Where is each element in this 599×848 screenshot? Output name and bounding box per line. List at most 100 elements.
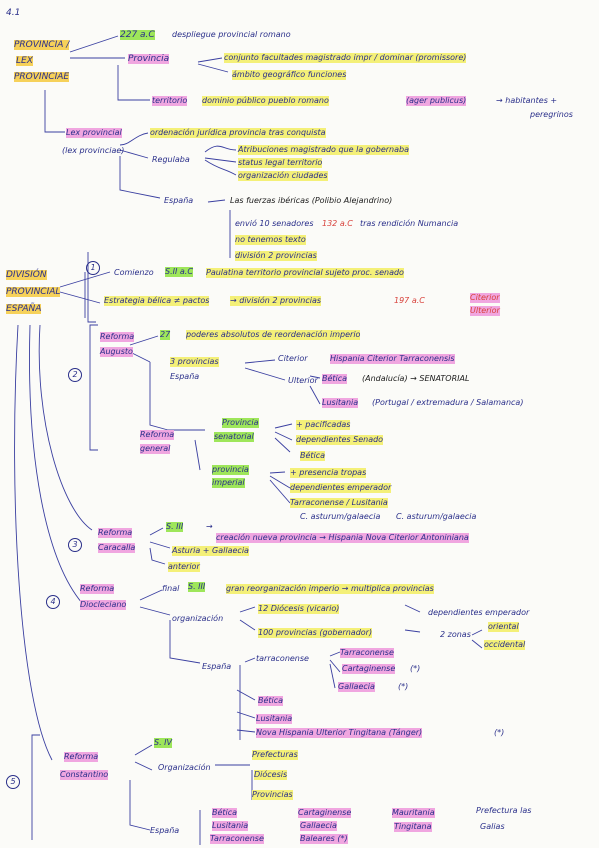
espana-2: envió 10 senadores bbox=[235, 219, 314, 228]
circle-marker-1: 1 bbox=[86, 261, 100, 275]
sen-1: + pacificadas bbox=[296, 420, 351, 430]
caracalla-title-1: Reforma bbox=[98, 528, 133, 538]
circle-marker-4: 4 bbox=[46, 595, 60, 609]
constantino-title-2: Constantino bbox=[60, 770, 109, 780]
caracalla-item-2: anterior bbox=[168, 562, 200, 572]
imp-1: + presencia tropas bbox=[290, 468, 367, 478]
caracalla-text-prefix: → bbox=[206, 522, 213, 531]
provincia-def-1: conjunto facultades magistrado impr / do… bbox=[224, 53, 467, 63]
imp-3: Tarraconense / Lusitania bbox=[290, 498, 388, 508]
aug-citerior-text: Hispania Citerior Tarraconensis bbox=[330, 354, 455, 364]
const-org-1: Prefecturas bbox=[252, 750, 298, 760]
reforma-general-1: Reforma bbox=[140, 430, 175, 440]
dio-tarr-3-mark: (*) bbox=[398, 682, 409, 691]
part1-title-line2: LEX bbox=[16, 56, 33, 66]
aug-betica-text: (Andalucía) → SENATORIAL bbox=[362, 374, 470, 383]
regulaba-3: organización ciudades bbox=[238, 171, 328, 181]
imperial-2: imperial bbox=[212, 478, 245, 488]
const-col1-3: Tarraconense bbox=[210, 834, 264, 844]
senatorial-1: Provincia bbox=[222, 418, 259, 428]
const-org-2: Diócesis bbox=[254, 770, 288, 780]
diocleciano-title-1: Reforma bbox=[80, 584, 115, 594]
habitantes: → habitantes + bbox=[496, 96, 558, 105]
const-col2-2: Gallaecia bbox=[300, 821, 337, 831]
territorio-label: territorio bbox=[152, 96, 188, 106]
dio-final: final bbox=[162, 584, 180, 593]
dio-nova-mark: (*) bbox=[494, 728, 505, 737]
tres-provincias: 3 provincias bbox=[170, 357, 219, 367]
const-col4-1: Prefectura las bbox=[476, 806, 532, 815]
const-col4-2: Galias bbox=[480, 822, 505, 831]
const-col2-1: Cartaginense bbox=[298, 808, 352, 818]
tres-provincias-sub: España bbox=[170, 372, 200, 381]
constantino-organizacion: Organización bbox=[158, 763, 211, 772]
constantino-date: S. IV bbox=[154, 738, 172, 748]
caracalla-date: S. III bbox=[166, 522, 184, 532]
senatorial-2: senatorial bbox=[214, 432, 254, 442]
estrategia: Estrategia bélica ≠ pactos bbox=[104, 296, 210, 306]
comienzo-date: S.II a.C bbox=[165, 267, 193, 277]
part2-title-line2: PROVINCIAL bbox=[6, 287, 61, 297]
dio-dep: dependientes emperador bbox=[428, 608, 530, 617]
caracalla-item-1: Asturia + Gallaecia bbox=[172, 546, 249, 556]
augusto-date: 27 bbox=[160, 330, 171, 340]
espana-1: Las fuerzas ibéricas (Polibio Alejandrin… bbox=[230, 196, 393, 205]
const-col1-2: Lusitania bbox=[212, 821, 249, 831]
dio-espana: España bbox=[202, 662, 232, 671]
const-col2-3: Baleares (*) bbox=[300, 834, 348, 844]
territorio-def: dominio público pueblo romano bbox=[202, 96, 329, 106]
dio-date: S. III bbox=[188, 582, 206, 592]
dio-org-1: 12 Diócesis (vicario) bbox=[258, 604, 340, 614]
diocleciano-title-2: Diocleciano bbox=[80, 600, 127, 610]
ager-publicus: (ager publicus) bbox=[406, 96, 467, 106]
part1-date: 227 a.C bbox=[120, 30, 155, 40]
regulaba-1: Atribuciones magistrado que la gobernaba bbox=[238, 145, 409, 155]
citerior-label: Citerior bbox=[470, 293, 500, 303]
constantino-title-1: Reforma bbox=[64, 752, 99, 762]
espana-label-1: España bbox=[164, 196, 194, 205]
aug-ulterior: Ulterior bbox=[288, 376, 318, 385]
dio-tarraconense-label: tarraconense bbox=[256, 654, 309, 663]
const-espana: España bbox=[150, 826, 180, 835]
lex-provincial-sub: (lex provinciae) bbox=[62, 146, 125, 155]
estrategia-date: 197 a.C bbox=[394, 296, 425, 305]
aug-citerior: Citerior bbox=[278, 354, 308, 363]
const-col3-2: Tingitana bbox=[394, 822, 432, 832]
lex-provincial-label: Lex provincial bbox=[66, 128, 122, 138]
dio-organizacion: organización bbox=[172, 614, 224, 623]
part1-title-line3: PROVINCIAE bbox=[14, 72, 70, 82]
caracalla-title-2: Caracalla bbox=[98, 543, 136, 553]
regulaba: Regulaba bbox=[152, 155, 190, 164]
dio-tarr-1: Tarraconense bbox=[340, 648, 394, 658]
ulterior-label: Ulterior bbox=[470, 306, 500, 316]
imp-2: dependientes emperador bbox=[290, 483, 392, 493]
reforma-general-2: general bbox=[140, 444, 171, 454]
part1-title-line1: PROVINCIA / bbox=[14, 40, 70, 50]
dio-lusitania: Lusitania bbox=[256, 714, 293, 724]
augusto-title-2: Augusto bbox=[100, 347, 133, 357]
aug-lusitania: Lusitania bbox=[322, 398, 359, 408]
caracalla-text: creación nueva provincia → Hispania Nova… bbox=[216, 533, 469, 543]
dio-tarr-2: Cartaginense bbox=[342, 664, 396, 674]
estrategia-mid: → división 2 provincias bbox=[230, 296, 322, 306]
dio-zonas: 2 zonas bbox=[440, 630, 471, 639]
dio-nova: Nova Hispania Ulterior Tingitana (Tánger… bbox=[256, 728, 423, 738]
part1-date-text: despliegue provincial romano bbox=[172, 30, 291, 39]
sen-3: Bética bbox=[300, 451, 326, 461]
part2-title-line1: DIVISIÓN bbox=[6, 270, 47, 280]
dio-tarr-3: Gallaecia bbox=[338, 682, 375, 692]
comienzo-text: Paulatina territorio provincial sujeto p… bbox=[206, 268, 404, 278]
dio-final-text: gran reorganización imperio → multiplica… bbox=[226, 584, 434, 594]
provincia-def-2: ámbito geográfico funciones bbox=[232, 70, 347, 80]
circle-marker-2: 2 bbox=[68, 368, 82, 382]
circle-marker-3: 3 bbox=[68, 538, 82, 552]
dio-betica: Bética bbox=[258, 696, 284, 706]
espana-2-date: 132 a.C bbox=[322, 219, 353, 228]
dio-tarr-2-mark: (*) bbox=[410, 664, 421, 673]
peregrinos: peregrinos bbox=[530, 110, 573, 119]
espana-2-rest: tras rendición Numancia bbox=[360, 219, 459, 228]
imperial-1: provincia bbox=[212, 465, 249, 475]
section-number: 4.1 bbox=[6, 8, 21, 18]
dio-oriental: oriental bbox=[488, 622, 519, 632]
